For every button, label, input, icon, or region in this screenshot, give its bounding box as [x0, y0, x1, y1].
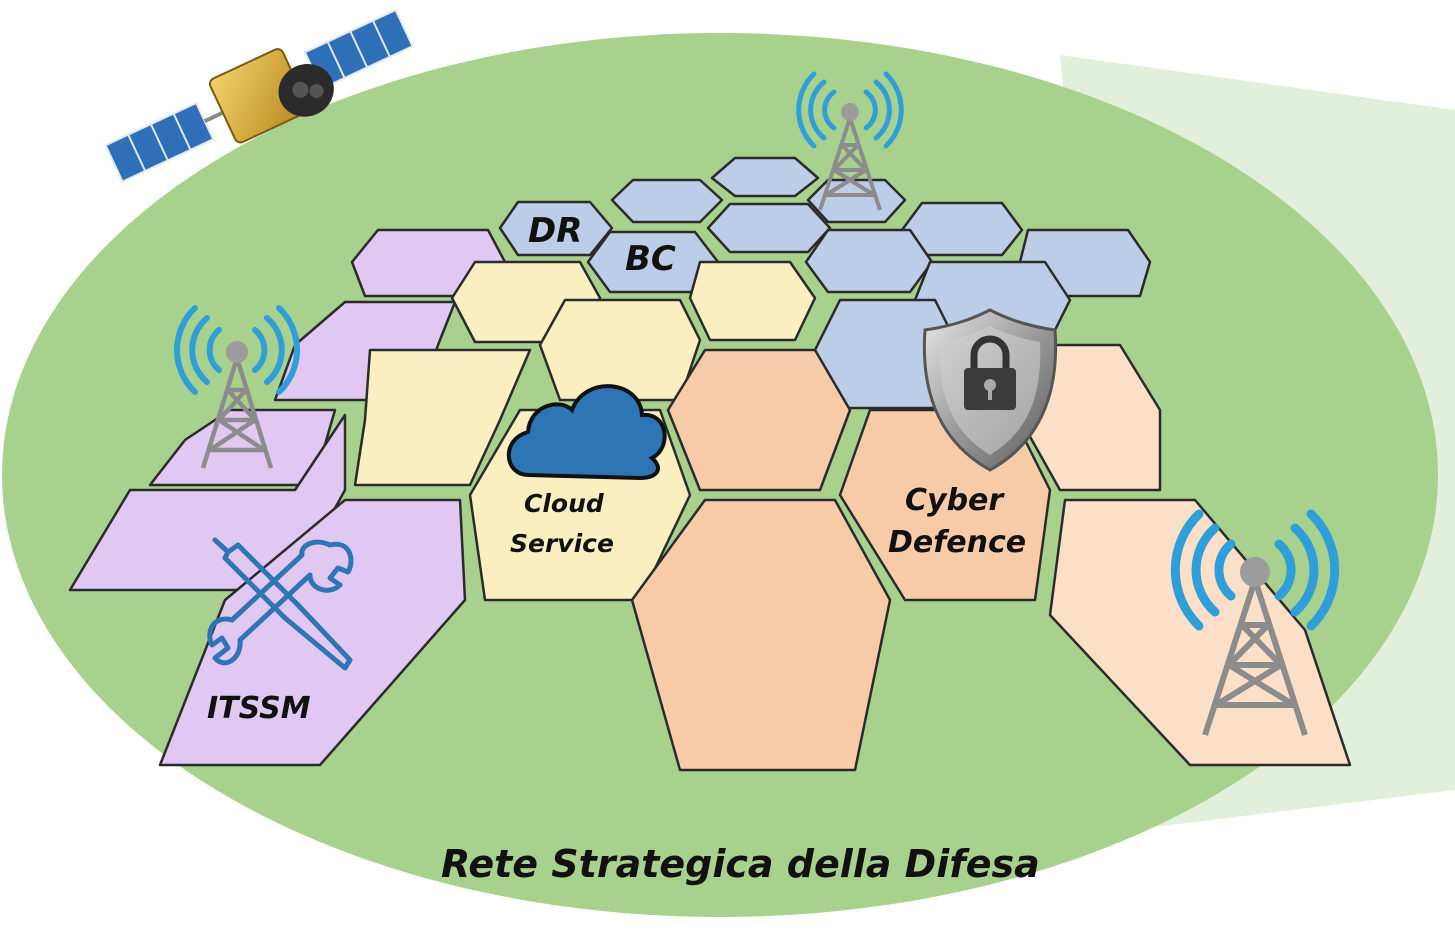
label-cloud-line2: Service — [510, 529, 614, 558]
hex-cell — [148, 408, 337, 487]
label-dr: DR — [528, 211, 582, 251]
hex-cell — [630, 498, 892, 772]
label-cloud-line1: Cloud — [524, 489, 605, 518]
diagram-title: Rete Strategica della Difesa — [441, 842, 1040, 886]
hex-cell — [1048, 498, 1352, 767]
tools-icon — [207, 537, 354, 671]
shield-lock-icon — [922, 308, 1058, 472]
hex-cell — [804, 228, 934, 294]
hex-grid — [68, 156, 1352, 772]
label-itssm: ITSSM — [207, 691, 311, 726]
hex-cell — [610, 178, 724, 224]
label-cyber-line1: Cyber — [905, 483, 1005, 518]
label-cyber-line2: Defence — [888, 525, 1026, 560]
radio-tower-icon — [174, 305, 300, 469]
hex-cell-itssm — [158, 498, 467, 767]
hex-cell — [353, 348, 532, 487]
satellite-icon — [104, 8, 414, 183]
hex-cell — [706, 202, 832, 254]
label-bc: BC — [625, 239, 676, 279]
hex-cell — [68, 413, 347, 592]
hex-cell-dr — [498, 200, 614, 257]
radio-tower-icon — [1170, 509, 1340, 736]
hex-cell — [538, 298, 702, 402]
hex-cell — [666, 348, 852, 492]
cloud-icon — [506, 384, 667, 481]
radio-tower-icon — [796, 71, 904, 211]
hex-cell — [688, 260, 817, 342]
hex-cell — [710, 156, 820, 198]
